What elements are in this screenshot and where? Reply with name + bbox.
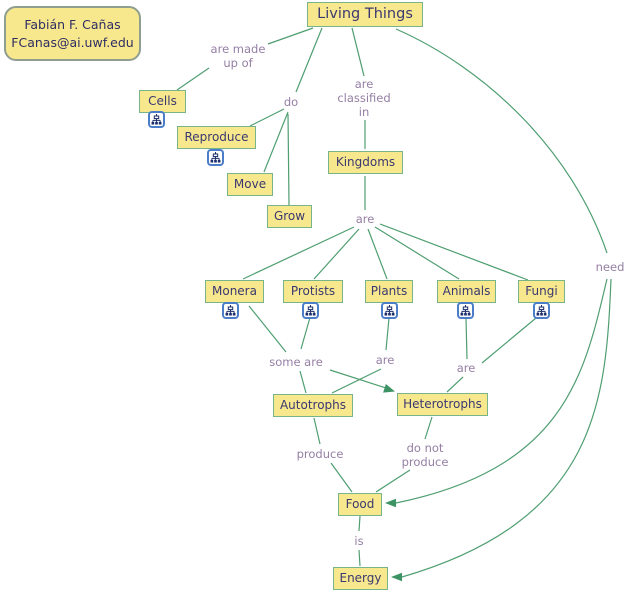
arrow-need-energy	[391, 572, 402, 582]
link-label-do[interactable]: do	[283, 94, 299, 109]
author-email: FCanas@ai.uwf.edu	[11, 34, 134, 50]
link-label-are-made-up-of[interactable]: are made up of	[210, 41, 266, 70]
sitemap-icon	[305, 305, 316, 316]
resource-icon-fungi[interactable]	[533, 302, 550, 319]
resource-icon-reproduce[interactable]	[207, 149, 224, 166]
concept-node-heterotrophs[interactable]: Heterotrophs	[397, 393, 488, 416]
link-label-produce[interactable]: produce	[296, 446, 344, 461]
resource-icon-monera[interactable]	[222, 302, 239, 319]
concept-node-living-things[interactable]: Living Things	[307, 2, 423, 28]
link-label-are-animals-fungi[interactable]: are	[456, 360, 476, 375]
sitemap-icon	[210, 152, 221, 163]
sitemap-icon	[384, 305, 395, 316]
concept-node-reproduce[interactable]: Reproduce	[177, 126, 256, 149]
link-label-some-are[interactable]: some are	[269, 354, 323, 369]
arrow-need-food	[385, 498, 396, 508]
arrow-some-are-heterotrophs	[383, 384, 395, 393]
concept-node-fungi[interactable]: Fungi	[518, 280, 565, 303]
resource-icon-cells[interactable]	[148, 111, 165, 128]
concept-node-animals[interactable]: Animals	[437, 280, 496, 303]
author-name: Fabián F. Cañas	[24, 17, 121, 32]
concept-node-plants[interactable]: Plants	[365, 280, 413, 303]
sitemap-icon	[151, 114, 162, 125]
link-label-need[interactable]: need	[595, 259, 625, 274]
concept-node-autotrophs[interactable]: Autotrophs	[273, 394, 353, 417]
concept-node-grow[interactable]: Grow	[267, 205, 312, 228]
author-box: Fabián F. Cañas FCanas@ai.uwf.edu	[4, 6, 141, 61]
concept-node-monera[interactable]: Monera	[205, 280, 264, 303]
concept-node-kingdoms[interactable]: Kingdoms	[328, 151, 403, 174]
sitemap-icon	[536, 305, 547, 316]
concept-node-protists[interactable]: Protists	[283, 280, 343, 303]
link-label-are-kingdoms[interactable]: are	[355, 211, 375, 226]
concept-node-energy[interactable]: Energy	[333, 567, 388, 590]
sitemap-icon	[225, 305, 236, 316]
resource-icon-protists[interactable]	[302, 302, 319, 319]
resource-icon-animals[interactable]	[457, 302, 474, 319]
sitemap-icon	[460, 305, 471, 316]
resource-icon-plants[interactable]	[381, 302, 398, 319]
concept-node-move[interactable]: Move	[227, 173, 273, 196]
link-label-are-classified-in[interactable]: are classified in	[337, 76, 391, 120]
link-label-are-plants[interactable]: are	[375, 352, 395, 367]
link-label-is[interactable]: is	[354, 533, 364, 548]
link-label-do-not-produce[interactable]: do not produce	[401, 440, 449, 469]
concept-node-food[interactable]: Food	[338, 493, 382, 516]
concept-node-cells[interactable]: Cells	[139, 90, 186, 113]
